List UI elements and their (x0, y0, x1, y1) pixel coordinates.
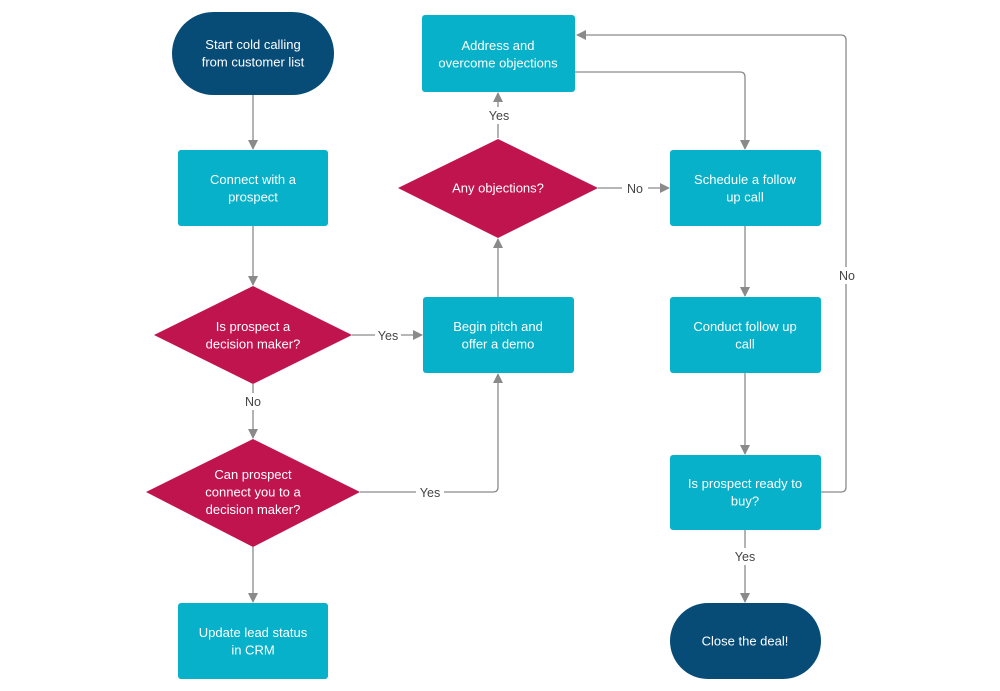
node-label-line: in CRM (231, 642, 274, 657)
node-label: Begin pitch and offer a demo (453, 319, 543, 352)
node-label-line: Begin pitch and (453, 319, 543, 334)
process-shape (178, 150, 328, 226)
node-objections[interactable]: Any objections? (398, 139, 598, 238)
process-shape (423, 297, 574, 373)
node-label-line: Is prospect a (216, 319, 291, 334)
node-label: Is prospect ready to buy? (688, 476, 802, 509)
node-label-line: decision maker? (206, 336, 301, 351)
node-decision-maker[interactable]: Is prospect a decision maker? (154, 286, 352, 384)
node-close[interactable]: Close the deal! (670, 603, 821, 679)
node-ready[interactable]: Is prospect ready to buy? (670, 455, 821, 530)
edge-label-text: Yes (420, 486, 440, 500)
node-label-line: call (735, 336, 755, 351)
process-shape (422, 15, 575, 92)
connectors (248, 30, 847, 603)
node-label: Conduct follow up call (693, 319, 796, 352)
node-connect[interactable]: Connect with a prospect (178, 150, 328, 226)
node-label: Any objections? (452, 181, 544, 196)
nodes: Start cold calling from customer list Con… (146, 12, 821, 679)
node-label-line: Update lead status (199, 625, 308, 640)
node-label: Connect with a prospect (210, 172, 297, 205)
node-address[interactable]: Address and overcome objections (422, 15, 575, 92)
edge-label-decision-maker-yes: Yes (375, 327, 401, 344)
node-label-line: Conduct follow up (693, 319, 796, 334)
process-shape (670, 455, 821, 530)
edge-labels: Yes No Yes Yes No No Yes (240, 107, 860, 565)
edge-label-text: Yes (735, 550, 755, 564)
edge-ready-to-address (576, 30, 847, 493)
edge-label-objections-no: No (622, 180, 648, 197)
node-label: Address and overcome objections (438, 38, 558, 71)
edge-label-text: No (839, 269, 855, 283)
process-shape (178, 603, 328, 679)
process-shape (670, 297, 821, 373)
decision-shape (146, 439, 360, 547)
node-label-line: up call (726, 189, 764, 204)
node-label-line: Connect with a (210, 172, 297, 187)
node-update-crm[interactable]: Update lead status in CRM (178, 603, 328, 679)
edge-label-ready-no: No (834, 267, 860, 284)
edge-label-objections-yes: Yes (485, 107, 513, 124)
node-label: Update lead status in CRM (199, 625, 308, 658)
edge-label-ready-yes: Yes (731, 548, 759, 565)
node-label-line: from customer list (202, 54, 305, 69)
node-label: Can prospect connect you to a decision mak… (205, 467, 301, 517)
node-pitch[interactable]: Begin pitch and offer a demo (423, 297, 574, 373)
terminal-shape (172, 12, 334, 95)
node-can-connect[interactable]: Can prospect connect you to a decision mak… (146, 439, 360, 547)
node-start[interactable]: Start cold calling from customer list (172, 12, 334, 95)
node-label-line: decision maker? (206, 502, 301, 517)
edge-label-text: No (245, 395, 261, 409)
edge-label-text: No (627, 182, 643, 196)
decision-shape (154, 286, 352, 384)
process-shape (670, 150, 821, 226)
node-label: Close the deal! (702, 634, 789, 649)
node-label-line: prospect (228, 189, 278, 204)
node-label: Schedule a follow up call (694, 172, 797, 205)
node-label: Start cold calling from customer list (202, 37, 305, 70)
node-label-line: connect you to a (205, 485, 301, 500)
node-label-line: Start cold calling (205, 37, 300, 52)
node-label-line: Is prospect ready to (688, 476, 802, 491)
node-label: Is prospect a decision maker? (206, 319, 301, 352)
edge-can-connect-to-pitch (360, 373, 503, 493)
node-conduct[interactable]: Conduct follow up call (670, 297, 821, 373)
edge-label-decision-maker-no: No (240, 393, 266, 410)
node-label-line: Schedule a follow (694, 172, 797, 187)
node-schedule[interactable]: Schedule a follow up call (670, 150, 821, 226)
edge-label-text: Yes (378, 329, 398, 343)
node-label-line: Any objections? (452, 181, 544, 196)
decision-shape (398, 139, 598, 238)
terminal-shape (670, 603, 821, 679)
edge-address-to-schedule (575, 71, 750, 150)
edge-label-text: Yes (489, 109, 509, 123)
node-label-line: Close the deal! (702, 634, 789, 649)
node-label-line: overcome objections (438, 55, 558, 70)
node-label-line: Address and (462, 38, 535, 53)
node-label-line: Can prospect (214, 467, 292, 482)
edge-label-can-connect-yes: Yes (416, 484, 444, 501)
node-label-line: offer a demo (462, 336, 535, 351)
node-label-line: buy? (731, 493, 759, 508)
